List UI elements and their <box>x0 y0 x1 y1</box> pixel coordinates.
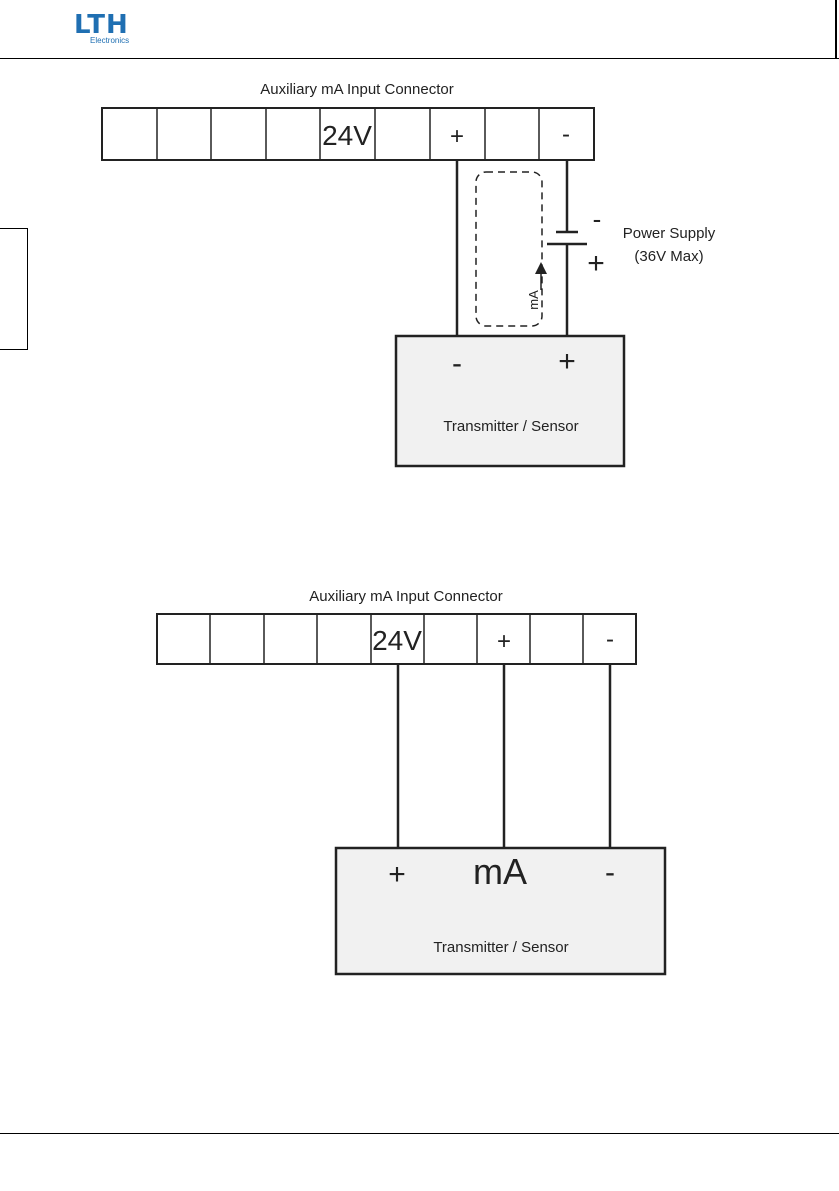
battery-plus-sign: + <box>587 247 605 280</box>
transmitter-box <box>396 336 624 466</box>
power-supply-rating: (36V Max) <box>634 248 703 265</box>
terminal-5-label: 24V <box>372 625 422 656</box>
device-minus-terminal: - <box>605 856 615 889</box>
terminal-9-label: - <box>562 121 570 148</box>
transmitter-label: Transmitter / Sensor <box>443 418 578 435</box>
terminal-5-label: 24V <box>322 120 372 151</box>
battery-symbol <box>547 232 587 244</box>
terminal-block: 24V + - <box>102 108 594 160</box>
diagram-external-supply: Auxiliary mA Input Connector 24V + - - +… <box>102 81 716 466</box>
transmitter-label: Transmitter / Sensor <box>433 939 568 956</box>
device-plus-terminal: + <box>558 345 576 378</box>
device-minus-terminal: - <box>452 347 462 380</box>
power-supply-label: Power Supply <box>623 225 716 242</box>
device-signal-terminal: mA <box>473 851 527 892</box>
terminal-block: 24V + - <box>157 614 636 664</box>
connector-title: Auxiliary mA Input Connector <box>260 81 453 98</box>
device-plus-terminal: + <box>388 858 406 891</box>
diagram-internal-supply: Auxiliary mA Input Connector 24V + - + m… <box>157 588 665 974</box>
current-label: mA <box>526 290 541 310</box>
terminal-7-label: + <box>450 123 464 150</box>
terminal-9-label: - <box>606 626 614 653</box>
terminal-7-label: + <box>497 628 511 655</box>
connector-title: Auxiliary mA Input Connector <box>309 588 502 605</box>
battery-minus-sign: - <box>593 204 602 234</box>
